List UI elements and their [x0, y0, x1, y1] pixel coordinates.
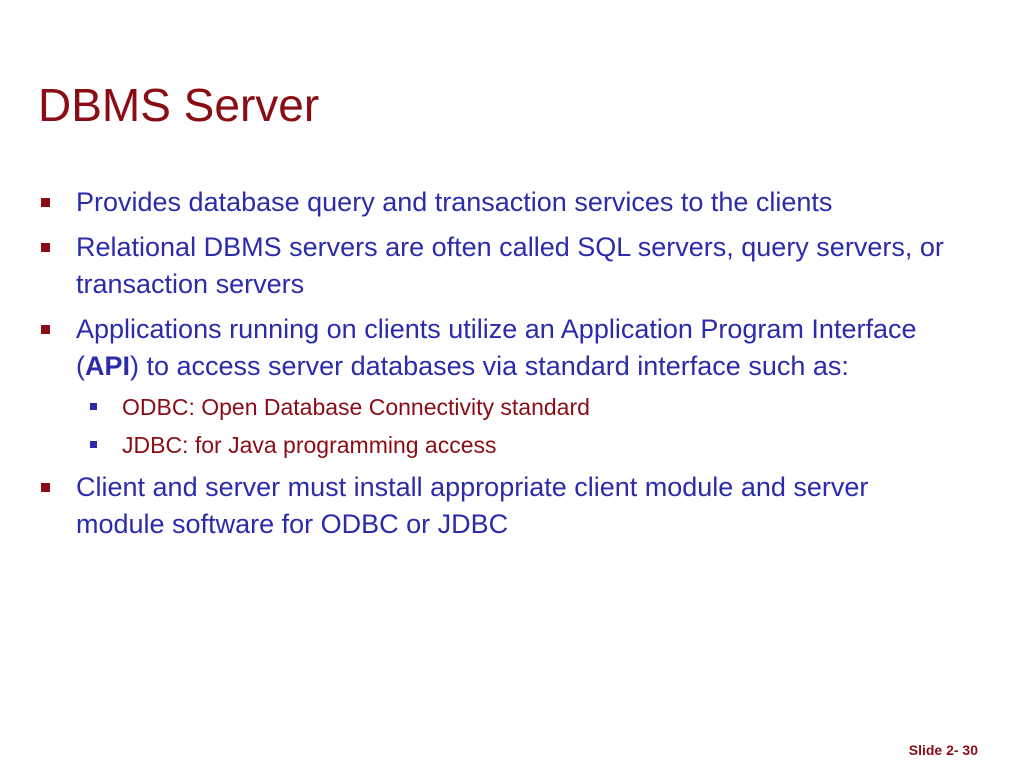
slide-number: Slide 2- 30 [908, 742, 978, 758]
bullet-item-3: Applications running on clients utilize … [38, 311, 958, 461]
square-bullet-icon [41, 483, 50, 492]
sub-bullet-text: JDBC: for Java programming access [122, 432, 497, 458]
bullet-text: Relational DBMS servers are often called… [76, 232, 944, 299]
bullet-item-1: Provides database query and transaction … [38, 184, 958, 221]
bullet-text-before: Applications running on clients utilize … [76, 314, 917, 381]
sub-bullet-text: ODBC: Open Database Connectivity standar… [122, 394, 590, 420]
bullet-text: Provides database query and transaction … [76, 187, 833, 217]
square-bullet-icon [41, 198, 50, 207]
sub-bullet-item-1: ODBC: Open Database Connectivity standar… [76, 391, 958, 423]
bullet-bold-term: API [85, 351, 131, 381]
sub-bullet-list: ODBC: Open Database Connectivity standar… [76, 391, 958, 461]
small-square-bullet-icon [90, 403, 97, 410]
sub-bullet-item-2: JDBC: for Java programming access [76, 429, 958, 461]
bullet-text: Client and server must install appropria… [76, 472, 869, 539]
square-bullet-icon [41, 325, 50, 334]
small-square-bullet-icon [90, 441, 97, 448]
bullet-text-after: ) to access server databases via standar… [130, 351, 849, 381]
bullet-item-4: Client and server must install appropria… [38, 469, 958, 543]
square-bullet-icon [41, 243, 50, 252]
bullet-item-2: Relational DBMS servers are often called… [38, 229, 958, 303]
bullet-list: Provides database query and transaction … [38, 184, 958, 551]
slide-title: DBMS Server [38, 79, 320, 131]
